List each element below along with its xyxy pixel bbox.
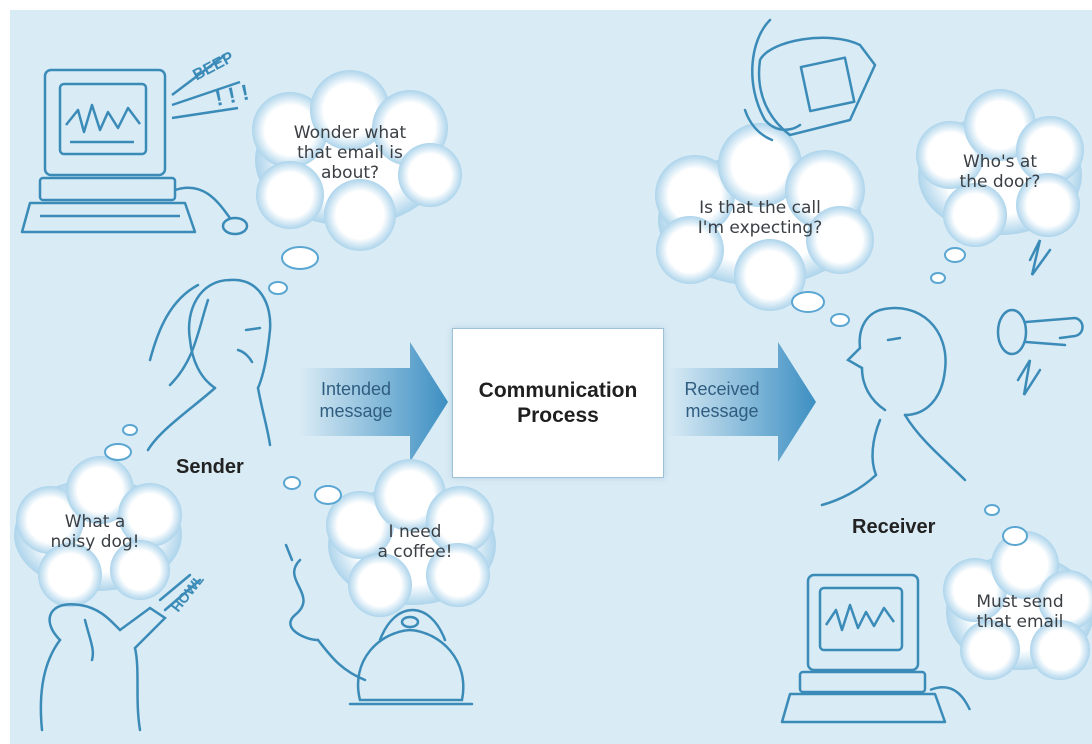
communication-process-box: Communication Process	[452, 328, 664, 478]
cloud-send-email	[943, 531, 1092, 680]
thought-call: Is that the call I'm expecting?	[697, 198, 823, 238]
cloud-coffee	[326, 459, 496, 617]
doorbell-icon	[996, 239, 1084, 396]
receiver-person-icon	[820, 306, 967, 507]
cloud-call	[655, 123, 874, 311]
cloud-noisy-dog	[14, 456, 182, 607]
thought-send-email: Must send that email	[976, 592, 1064, 632]
intended-arrow	[300, 342, 448, 462]
thought-coffee: I need a coffee!	[377, 522, 453, 562]
receiver-label: Receiver	[852, 516, 936, 538]
thought-noisy-dog: What a noisy dog!	[50, 512, 140, 552]
sender-person-icon	[146, 278, 272, 452]
cloud-door	[916, 89, 1084, 247]
dog-icon	[39, 573, 202, 732]
received-message-label: Received message	[684, 379, 760, 421]
thought-bubbles	[104, 246, 1028, 546]
kettle-icon	[284, 543, 474, 706]
cloud-email-wonder	[252, 70, 462, 251]
receiver-computer-icon	[780, 573, 972, 724]
intended-message-label: Intended message	[319, 379, 393, 421]
thought-door: Who's at the door?	[959, 152, 1041, 192]
telephone-icon	[743, 18, 877, 142]
computer-icon	[20, 54, 249, 236]
sender-label: Sender	[176, 456, 244, 478]
thought-email-wonder: Wonder what that email is about?	[293, 123, 407, 183]
communication-process-label: Communication Process	[478, 379, 638, 427]
received-arrow	[668, 342, 816, 462]
